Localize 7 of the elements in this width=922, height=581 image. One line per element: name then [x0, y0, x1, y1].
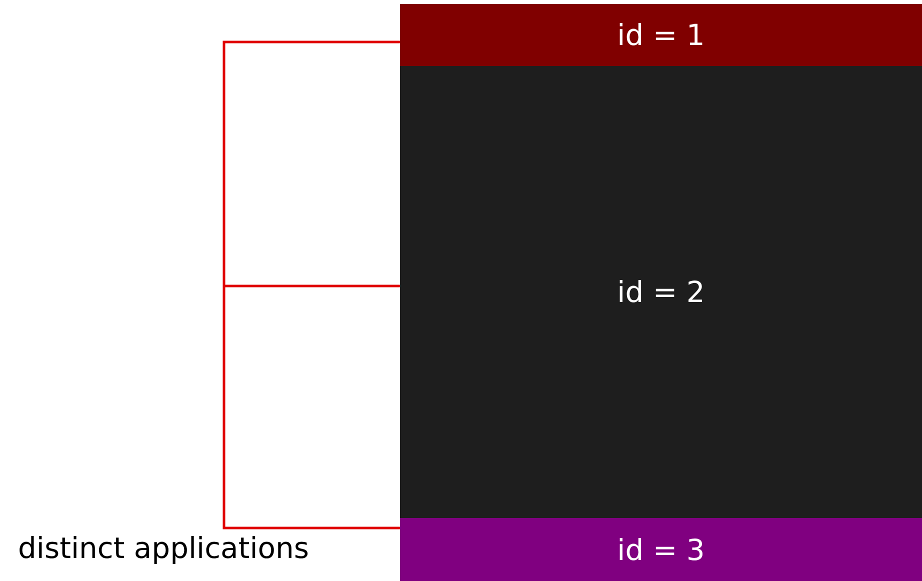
band-label: id = 1 [617, 18, 705, 52]
color-band [400, 518, 922, 581]
color-band [400, 66, 922, 518]
color-band [400, 4, 922, 66]
band-label: id = 2 [617, 275, 705, 309]
caption-text: distinct applications [18, 531, 309, 565]
band-label: id = 3 [617, 532, 705, 566]
